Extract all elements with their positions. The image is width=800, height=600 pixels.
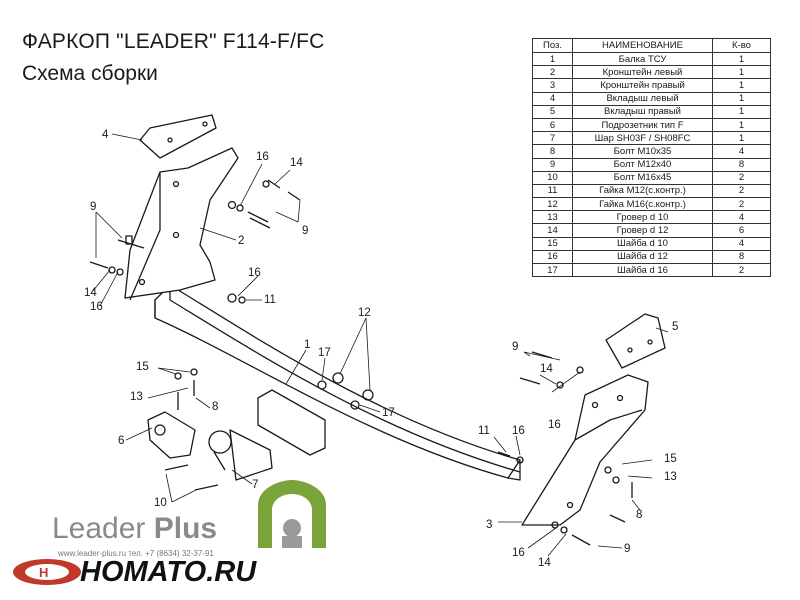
callout-numbers: 4 2 16 14 9 9 14 16 16 11 1 12 17 17 15 … [84, 129, 678, 569]
callout-16: 16 [512, 425, 525, 437]
callout-15: 15 [136, 361, 149, 373]
svg-text:H: H [39, 565, 48, 580]
parts-cell-qty: 1 [712, 65, 771, 80]
callout-4: 4 [102, 129, 109, 141]
diagram-subtitle: Схема сборки [22, 62, 158, 85]
leader-plus-logo-mark [258, 480, 326, 548]
brand-word-leader: Leader [52, 512, 146, 545]
parts-cell-qty: 1 [712, 78, 771, 93]
right-insert-plate [605, 313, 666, 369]
callout-17: 17 [318, 347, 331, 359]
callout-16: 16 [512, 547, 525, 559]
parts-cell-name: Шайба d 16 [572, 262, 713, 278]
callout-14: 14 [84, 287, 97, 299]
left-insert-plate [139, 114, 217, 159]
callout-11: 11 [478, 425, 490, 437]
parts-cell-name: Кронштейн правый [572, 78, 713, 93]
tow-ball-assembly [208, 389, 326, 481]
brand-word-plus: Plus [153, 512, 218, 545]
parts-cell-qty: 2 [712, 262, 771, 278]
callout-14: 14 [538, 557, 551, 569]
callout-5: 5 [672, 321, 678, 333]
callout-11: 11 [264, 294, 276, 306]
tow-bar-beam [154, 284, 521, 481]
watermark-text: HOMATO.RU [80, 556, 257, 588]
callout-10: 10 [154, 497, 167, 509]
callout-12: 12 [358, 307, 371, 319]
fasteners [89, 179, 633, 546]
callout-9: 9 [302, 225, 308, 237]
homato-logo-icon: H [13, 559, 81, 585]
callout-16: 16 [548, 419, 561, 431]
callout-16: 16 [248, 267, 261, 279]
callout-1: 1 [304, 339, 310, 351]
diagram-title: ФАРКОП "LEADER" F114-F/FC [22, 30, 325, 53]
callout-8: 8 [212, 401, 218, 413]
callout-14: 14 [540, 363, 553, 375]
callout-13: 13 [130, 391, 143, 403]
callout-9: 9 [624, 543, 630, 555]
parts-cell-name: Вкладыш левый [572, 91, 713, 106]
right-bracket [521, 374, 649, 526]
parts-cell-pos: 2 [532, 65, 573, 80]
callout-15: 15 [664, 453, 677, 465]
callout-16: 16 [256, 151, 269, 163]
callout-8: 8 [636, 509, 642, 521]
parts-table-header: Поз. НАИМЕНОВАНИЕ К-во [532, 38, 771, 53]
callout-leaders [91, 133, 669, 557]
callout-16: 16 [90, 301, 103, 313]
callout-6: 6 [118, 435, 124, 447]
callout-17: 17 [382, 407, 395, 419]
callout-3: 3 [486, 519, 492, 531]
socket-bracket [147, 411, 196, 459]
left-bracket [124, 147, 239, 301]
callout-13: 13 [664, 471, 677, 483]
parts-cell-qty: 1 [712, 51, 771, 67]
callout-14: 14 [290, 157, 303, 169]
callout-2: 2 [238, 235, 244, 247]
brand-contacts: www.leader-plus.ru тел. +7 (8634) 32-37-… [58, 549, 214, 558]
parts-cell-name: Балка ТСУ [572, 51, 713, 67]
callout-9: 9 [512, 341, 518, 353]
callout-7: 7 [252, 479, 258, 491]
brand-name: Leader Plus [52, 512, 217, 546]
parts-cell-qty: 1 [712, 104, 771, 119]
parts-cell-qty: 1 [712, 91, 771, 106]
callout-9: 9 [90, 201, 96, 213]
